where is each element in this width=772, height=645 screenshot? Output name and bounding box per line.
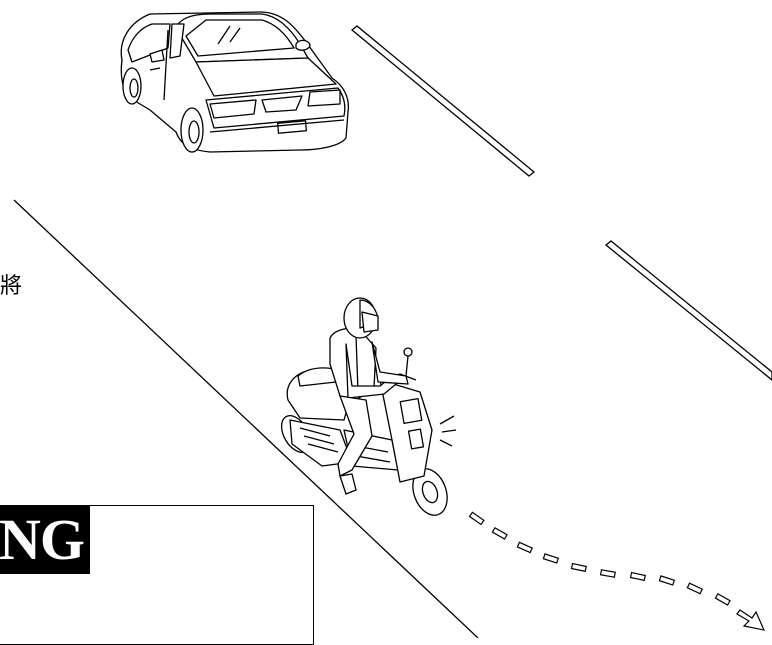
lane-marking-upper <box>350 25 536 177</box>
direction-arrow-icon <box>468 511 766 631</box>
warning-label: NG <box>0 506 90 574</box>
side-text: 將 <box>0 274 23 299</box>
road-edge-line <box>13 199 479 638</box>
car-illustration <box>120 11 350 153</box>
scooter-rider-illustration <box>280 297 457 516</box>
warning-box: NG <box>0 505 314 645</box>
lane-marking-lower <box>604 240 772 381</box>
